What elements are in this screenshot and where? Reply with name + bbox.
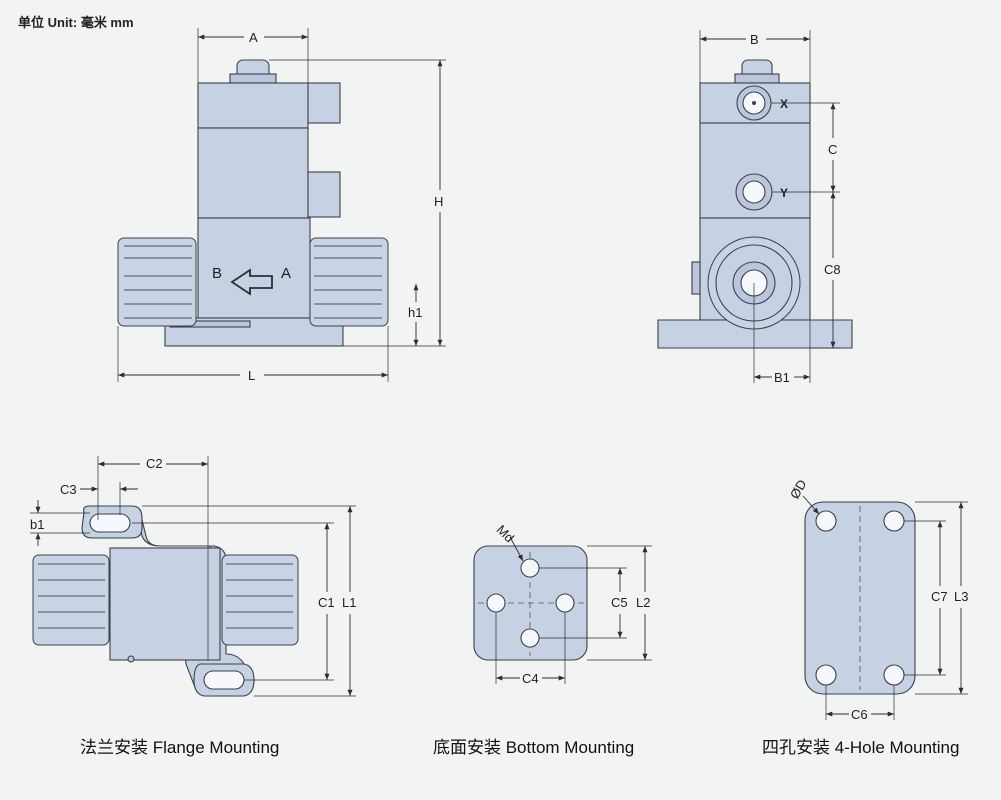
left-union-ribs xyxy=(124,245,192,319)
dim-c2: C2 xyxy=(146,456,163,471)
dim-l1: L1 xyxy=(342,595,356,610)
dim-c: C xyxy=(828,142,837,157)
flow-label-b: B xyxy=(212,265,222,282)
four-hole-view: ØD C7 L3 C6 xyxy=(787,477,969,722)
dim-c3: C3 xyxy=(60,482,77,497)
dim-b: B xyxy=(750,32,759,47)
flow-label-a: A xyxy=(281,265,291,282)
port-x-label: X xyxy=(780,97,788,111)
dim-c5: C5 xyxy=(611,595,628,610)
dim-a: A xyxy=(249,30,258,45)
dim-c4: C4 xyxy=(522,671,539,686)
flange-right-ribs xyxy=(226,563,293,629)
dim-l3: L3 xyxy=(954,589,968,604)
dim-l: L xyxy=(248,368,255,383)
dim-l2: L2 xyxy=(636,595,650,610)
port-y-label: Y xyxy=(780,186,788,200)
dim-c7: C7 xyxy=(931,589,948,604)
unit-note: 单位 Unit: 毫米 mm xyxy=(18,15,134,30)
bottom-view: Md C5 L2 C4 xyxy=(473,522,652,686)
dim-b1: B1 xyxy=(774,370,790,385)
flange-view: C2 C3 b1 C1 L1 xyxy=(30,456,356,697)
dim-c1: C1 xyxy=(318,595,335,610)
dim-d: ØD xyxy=(787,477,810,501)
side-view: X Y B C C8 B1 xyxy=(657,30,853,385)
flange-left-ribs xyxy=(38,563,105,629)
front-view: B A A H h1 L xyxy=(117,28,446,383)
dim-c6: C6 xyxy=(851,707,868,722)
caption-four-hole-mounting: 四孔安装 4-Hole Mounting xyxy=(762,738,960,757)
caption-flange-mounting: 法兰安装 Flange Mounting xyxy=(80,738,280,757)
dim-md: Md xyxy=(494,522,517,545)
dim-c8: C8 xyxy=(824,262,841,277)
dim-h: H xyxy=(434,194,443,209)
dim-h1: h1 xyxy=(408,305,422,320)
dim-b1-flange: b1 xyxy=(30,517,44,532)
caption-bottom-mounting: 底面安装 Bottom Mounting xyxy=(433,738,635,757)
right-union-ribs xyxy=(314,245,382,319)
flow-arrow-icon xyxy=(230,268,273,296)
